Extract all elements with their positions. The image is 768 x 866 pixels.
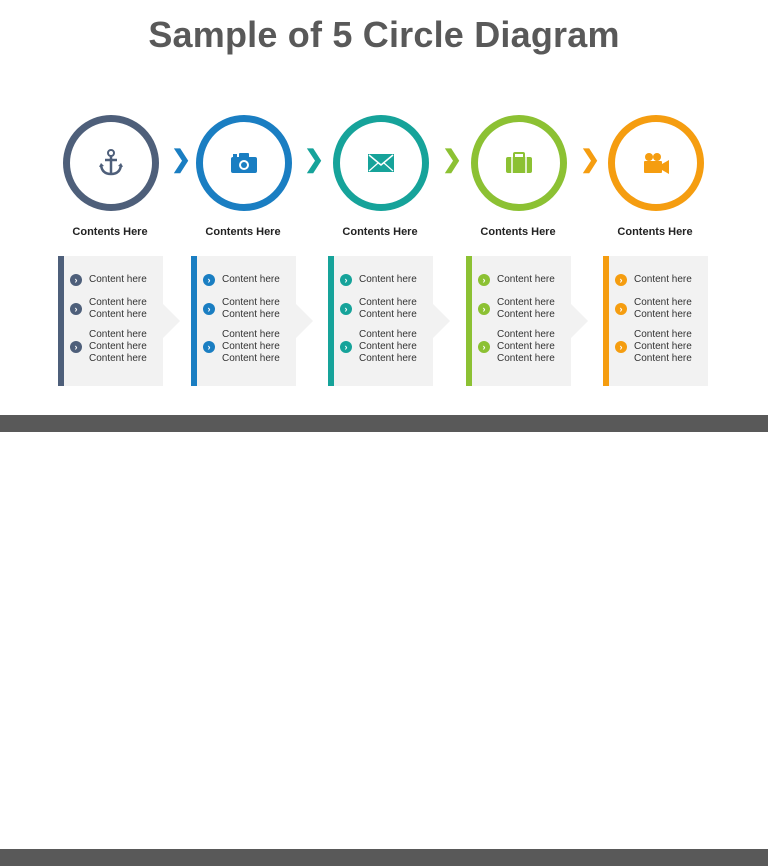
bullet-arrow-icon: › xyxy=(203,274,215,286)
chevron-right-icon: ❯ xyxy=(442,146,463,173)
item-text: Content here xyxy=(89,353,147,364)
item-text: Content here xyxy=(89,329,147,340)
chevron-right-icon: ❯ xyxy=(304,146,325,173)
step-circle xyxy=(333,115,429,211)
item-text: Content here xyxy=(497,274,555,285)
item-text: Content here xyxy=(89,297,147,308)
item-text: Content here xyxy=(222,353,280,364)
item-text: Content here xyxy=(222,274,280,285)
item-text: Content here xyxy=(497,353,555,364)
bullet-arrow-icon: › xyxy=(340,303,352,315)
divider-band-bottom xyxy=(0,849,768,866)
chevron-right-icon: ❯ xyxy=(580,146,601,173)
bullet-arrow-icon: › xyxy=(203,341,215,353)
item-text: Content here xyxy=(222,297,280,308)
accent-bar xyxy=(466,256,472,386)
bullet-arrow-icon: › xyxy=(615,274,627,286)
bullet-arrow-icon: › xyxy=(478,303,490,315)
accent-bar xyxy=(328,256,334,386)
step-heading: Contents Here xyxy=(205,226,281,238)
item-text: Content here xyxy=(634,297,692,308)
bullet-arrow-icon: › xyxy=(615,341,627,353)
step-circle xyxy=(63,115,159,211)
bullet-arrow-icon: › xyxy=(70,274,82,286)
item-text: Content here xyxy=(222,329,280,340)
item-text: Content here xyxy=(89,309,147,320)
step-circle xyxy=(608,115,704,211)
item-text: Content here xyxy=(222,309,280,320)
bullet-arrow-icon: › xyxy=(340,341,352,353)
item-text: Content here xyxy=(359,341,417,352)
divider-band-top xyxy=(0,415,768,432)
item-text: Content here xyxy=(634,353,692,364)
bullet-arrow-icon: › xyxy=(70,341,82,353)
page-title: Sample of 5 Circle Diagram xyxy=(148,14,620,55)
item-text: Content here xyxy=(634,341,692,352)
bullet-arrow-icon: › xyxy=(478,341,490,353)
item-text: Content here xyxy=(359,329,417,340)
card-pointer xyxy=(433,304,450,338)
item-text: Content here xyxy=(359,309,417,320)
item-text: Content here xyxy=(497,297,555,308)
item-text: Content here xyxy=(222,341,280,352)
chevron-right-icon: ❯ xyxy=(171,146,192,173)
item-text: Content here xyxy=(89,341,147,352)
card-pointer xyxy=(296,304,313,338)
step-circle xyxy=(471,115,567,211)
card-pointer xyxy=(163,304,180,338)
item-text: Content here xyxy=(497,329,555,340)
step-heading: Contents Here xyxy=(480,226,556,238)
bullet-arrow-icon: › xyxy=(203,303,215,315)
item-text: Content here xyxy=(359,274,417,285)
step-circle xyxy=(196,115,292,211)
item-text: Content here xyxy=(89,274,147,285)
card-pointer xyxy=(571,304,588,338)
step-heading: Contents Here xyxy=(72,226,148,238)
accent-bar xyxy=(603,256,609,386)
item-text: Content here xyxy=(497,341,555,352)
item-text: Content here xyxy=(634,329,692,340)
step-heading: Contents Here xyxy=(617,226,693,238)
bullet-arrow-icon: › xyxy=(478,274,490,286)
bullet-arrow-icon: › xyxy=(615,303,627,315)
item-text: Content here xyxy=(359,353,417,364)
bullet-arrow-icon: › xyxy=(70,303,82,315)
item-text: Content here xyxy=(634,309,692,320)
accent-bar xyxy=(58,256,64,386)
item-text: Content here xyxy=(634,274,692,285)
bullet-arrow-icon: › xyxy=(340,274,352,286)
step-heading: Contents Here xyxy=(342,226,418,238)
accent-bar xyxy=(191,256,197,386)
item-text: Content here xyxy=(497,309,555,320)
item-text: Content here xyxy=(359,297,417,308)
